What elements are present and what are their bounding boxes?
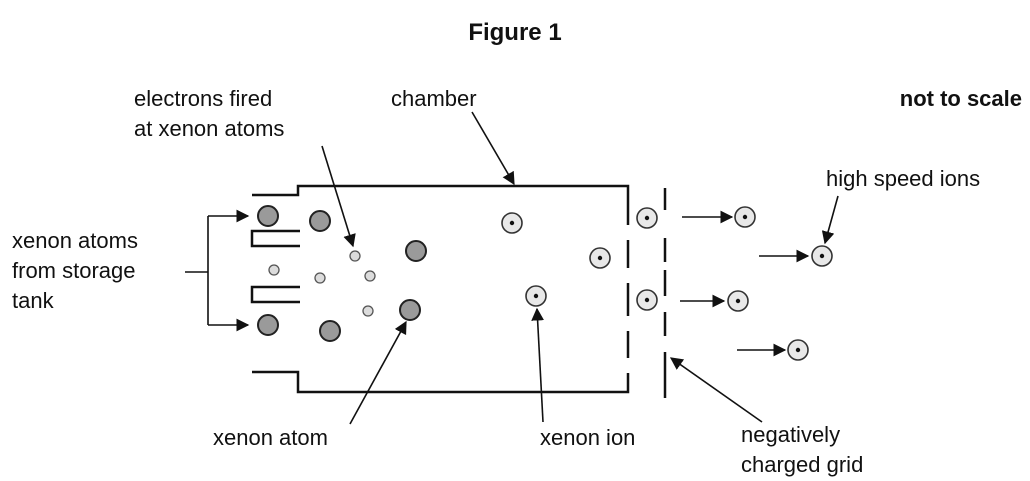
xenon-atom — [405, 240, 427, 262]
chamber-outline — [250, 184, 630, 394]
xenon-ion — [636, 207, 658, 229]
high-speed-ion — [787, 339, 809, 361]
chamber-label: chamber — [391, 86, 477, 111]
high-speed-ions — [680, 206, 833, 361]
xenon-ion-pointer — [531, 307, 545, 423]
xenon-atoms — [257, 205, 427, 342]
xenon-atom-label: xenon atom — [213, 425, 328, 450]
electrons-fired-label-line1: electrons fired — [134, 86, 272, 111]
high-speed-ion — [811, 245, 833, 267]
xenon-ions — [501, 207, 658, 311]
xenon-ion — [501, 212, 523, 234]
xenon-atoms-label-line1: xenon atoms — [12, 228, 138, 253]
xenon-atoms-label-line2: from storage — [12, 258, 136, 283]
xenon-atoms-label-line3: tank — [12, 288, 55, 313]
xenon-ion — [525, 285, 547, 307]
electron — [349, 250, 361, 262]
electrons-fired-label-line2: at xenon atoms — [134, 116, 284, 141]
grid-label-line1: negatively — [741, 422, 840, 447]
xenon-atom-pointer — [349, 320, 407, 425]
electrons-pointer — [321, 145, 356, 248]
xenon-atom — [309, 210, 331, 232]
electrons — [268, 250, 376, 317]
xenon-atom — [319, 320, 341, 342]
electron — [314, 272, 326, 284]
xenon-ion — [589, 247, 611, 269]
grid-pointer — [669, 357, 763, 423]
high-speed-ions-pointer — [821, 195, 839, 245]
electron — [362, 305, 374, 317]
electron — [364, 270, 376, 282]
figure-title: Figure 1 — [468, 19, 561, 46]
xenon-atom — [257, 205, 279, 227]
xenon-ion-label: xenon ion — [540, 425, 635, 450]
xenon-atom — [257, 314, 279, 336]
xenon-atom — [399, 299, 421, 321]
grid-label-line2: charged grid — [741, 452, 863, 477]
chamber-pointer — [471, 111, 515, 186]
electron — [268, 264, 280, 276]
high-speed-ion — [734, 206, 756, 228]
not-to-scale-note: not to scale — [900, 86, 1022, 111]
storage-tank-bracket — [185, 209, 250, 332]
xenon-ion — [636, 289, 658, 311]
high-speed-ion — [727, 290, 749, 312]
high-speed-ions-label: high speed ions — [826, 166, 980, 191]
